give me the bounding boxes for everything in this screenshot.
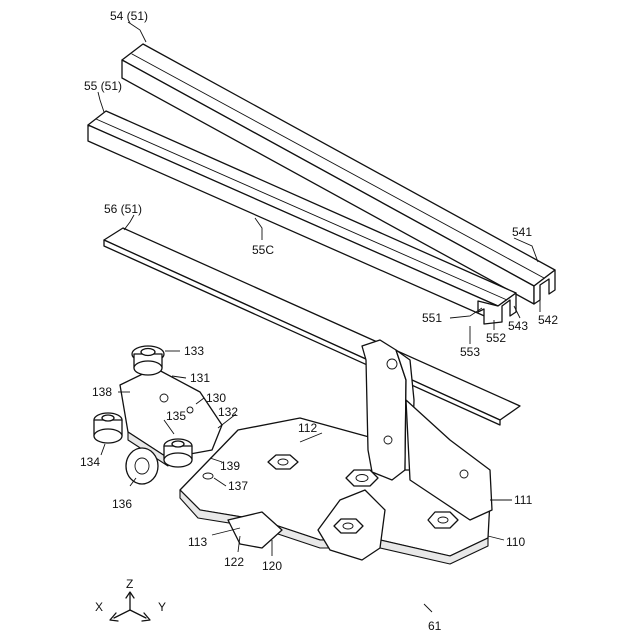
label-543: 543: [508, 319, 528, 333]
label-133: 133: [184, 344, 204, 358]
label-138: 138: [92, 385, 112, 399]
label-111: 111: [514, 493, 533, 507]
label-139: 139: [220, 459, 240, 473]
axis-z-label: Z: [126, 577, 133, 591]
roller-unit-130: [94, 346, 222, 484]
label-120: 120: [262, 559, 282, 573]
label-110: 110: [506, 535, 525, 549]
axis-y-label: Y: [158, 600, 166, 614]
label-112: 112: [298, 421, 317, 435]
label-552: 552: [486, 331, 506, 345]
label-551: 551: [422, 311, 442, 325]
label-134: 134: [80, 455, 100, 469]
label-542: 542: [538, 313, 558, 327]
label-55c: 55C: [252, 243, 274, 257]
label-130: 130: [206, 391, 226, 405]
label-131: 131: [190, 371, 210, 385]
label-132: 132: [218, 405, 238, 419]
label-rail-55: 55 (51): [84, 79, 122, 93]
label-strip-56: 56 (51): [104, 202, 142, 216]
label-rail-54: 54 (51): [110, 9, 148, 23]
label-137: 137: [228, 479, 248, 493]
label-135: 135: [166, 409, 186, 423]
label-553: 553: [460, 345, 480, 359]
label-61: 61: [428, 619, 442, 633]
label-113: 113: [188, 535, 207, 549]
axis-indicator: Z X Y: [95, 577, 166, 621]
bolt: [346, 470, 378, 486]
label-541: 541: [512, 225, 532, 239]
label-136: 136: [112, 497, 132, 511]
label-122: 122: [224, 555, 244, 569]
bolt: [334, 519, 363, 533]
axis-x-label: X: [95, 600, 103, 614]
